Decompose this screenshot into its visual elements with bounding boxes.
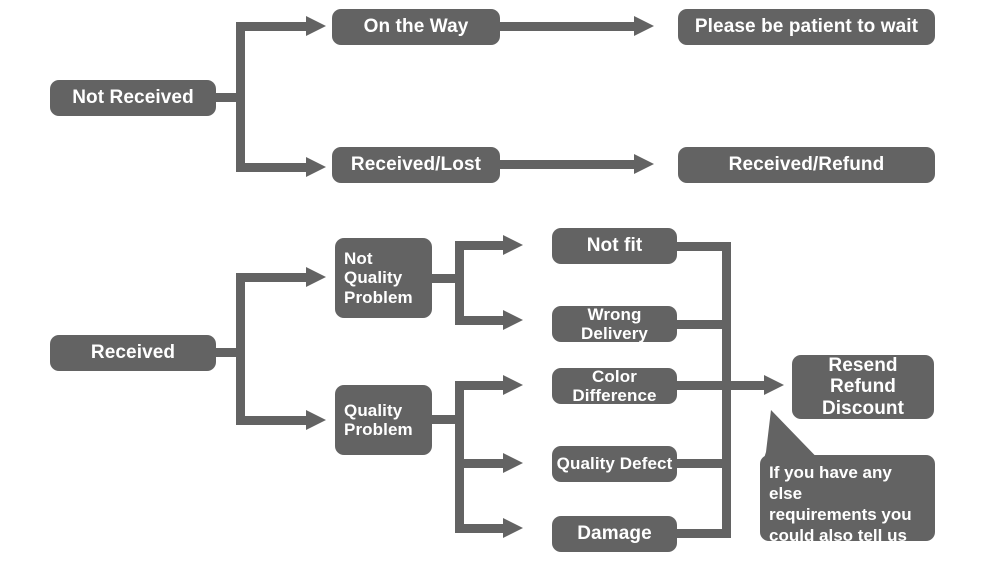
node-received-lost-label: Received/Lost xyxy=(350,154,482,176)
node-resend-refund-discount[interactable]: Resend Refund Discount xyxy=(792,355,934,419)
connector-not-quality-to-not-fit xyxy=(455,241,505,250)
node-quality-defect-label: Quality Defect xyxy=(556,454,673,474)
collector-quality-defect xyxy=(677,459,731,468)
collector-color-difference xyxy=(677,381,731,390)
connector-bus-to-outcome xyxy=(722,381,766,390)
connector-not-received-trunk xyxy=(236,22,245,172)
node-received-refund[interactable]: Received/Refund xyxy=(678,147,935,183)
callout-line3: could also tell us xyxy=(769,526,907,546)
node-not-received-label: Not Received xyxy=(72,87,194,109)
connector-quality-to-damage xyxy=(455,524,505,533)
collector-wrong-delivery xyxy=(677,320,731,329)
connector-not-received-to-on-the-way xyxy=(236,22,308,31)
node-outcome-line1: Resend xyxy=(828,355,898,377)
arrow-to-please-wait xyxy=(634,16,654,36)
node-not-quality-problem[interactable]: Not Quality Problem xyxy=(335,238,432,318)
node-not-received[interactable]: Not Received xyxy=(50,80,216,116)
node-received-label: Received xyxy=(90,342,176,364)
node-on-the-way[interactable]: On the Way xyxy=(332,9,500,45)
arrow-to-wrong-delivery xyxy=(503,310,523,330)
connector-quality-stub xyxy=(432,415,462,424)
connector-quality-fan-trunk xyxy=(455,381,464,533)
node-quality-defect[interactable]: Quality Defect xyxy=(552,446,677,482)
node-on-the-way-label: On the Way xyxy=(363,16,469,38)
callout-line1: If you have any else xyxy=(769,463,892,504)
node-not-fit[interactable]: Not fit xyxy=(552,228,677,264)
connector-not-received-stub xyxy=(216,93,245,102)
connector-received-stub xyxy=(216,348,245,357)
collector-bus xyxy=(722,242,731,538)
connector-received-to-quality xyxy=(236,416,308,425)
collector-not-fit xyxy=(677,242,731,251)
arrow-to-not-fit xyxy=(503,235,523,255)
node-color-difference-label: Color Difference xyxy=(572,366,657,405)
arrow-to-on-the-way xyxy=(306,16,326,36)
connector-on-the-way-to-please-wait xyxy=(500,22,636,31)
node-not-quality-problem-line3: Problem xyxy=(344,287,413,307)
callout-line2: requirements you xyxy=(769,505,912,525)
node-not-quality-problem-line1: Not xyxy=(344,249,373,269)
node-received[interactable]: Received xyxy=(50,335,216,371)
node-not-quality-problem-line2: Quality xyxy=(344,268,403,288)
node-outcome-line2: Refund xyxy=(829,376,897,398)
connector-received-lost-to-received-refund xyxy=(500,160,636,169)
node-wrong-delivery-label: Wrong Delivery xyxy=(581,304,648,343)
connector-received-to-not-quality xyxy=(236,273,308,282)
connector-not-quality-to-wrong-delivery xyxy=(455,316,505,325)
node-damage-label: Damage xyxy=(577,523,652,545)
arrow-to-received-refund xyxy=(634,154,654,174)
arrow-to-color-difference xyxy=(503,375,523,395)
connector-received-trunk xyxy=(236,273,245,425)
callout-additional-requirements[interactable]: If you have any else requirements you co… xyxy=(760,455,935,545)
node-quality-problem[interactable]: Quality Problem xyxy=(335,385,432,455)
node-received-lost[interactable]: Received/Lost xyxy=(332,147,500,183)
connector-quality-to-color-difference xyxy=(455,381,505,390)
arrow-to-received-lost xyxy=(306,157,326,177)
connector-quality-to-quality-defect xyxy=(455,459,505,468)
node-damage[interactable]: Damage xyxy=(552,516,677,552)
node-wrong-delivery[interactable]: Wrong Delivery xyxy=(552,304,677,343)
arrow-to-outcome xyxy=(764,375,784,395)
node-quality-problem-line1: Quality xyxy=(344,400,403,420)
arrow-to-damage xyxy=(503,518,523,538)
connector-not-quality-fan-trunk xyxy=(455,241,464,325)
collector-damage xyxy=(677,529,731,538)
connector-not-quality-stub xyxy=(432,274,462,283)
node-received-refund-label: Received/Refund xyxy=(728,154,885,176)
connector-not-received-to-received-lost xyxy=(236,163,308,172)
node-quality-problem-line2: Problem xyxy=(344,420,413,439)
node-not-fit-label: Not fit xyxy=(586,235,643,257)
node-please-be-patient-to-wait[interactable]: Please be patient to wait xyxy=(678,9,935,45)
arrow-to-quality-problem xyxy=(306,410,326,430)
node-outcome-line3: Discount xyxy=(821,397,905,419)
node-color-difference[interactable]: Color Difference xyxy=(552,366,677,405)
arrow-to-not-quality-problem xyxy=(306,267,326,287)
arrow-to-quality-defect xyxy=(503,453,523,473)
node-please-wait-label: Please be patient to wait xyxy=(694,16,919,38)
